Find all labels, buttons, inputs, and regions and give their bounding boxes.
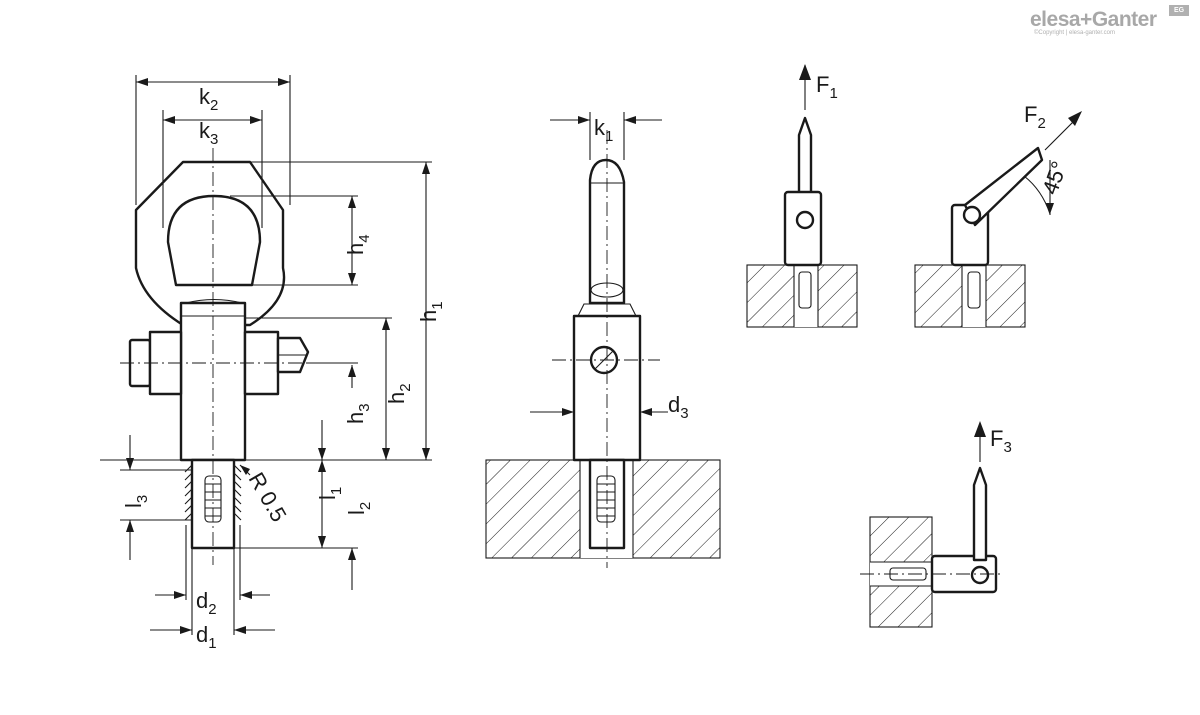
f2-arrow <box>1068 111 1082 126</box>
load-view-f3 <box>860 421 1004 628</box>
label-l3: l3 <box>121 495 151 508</box>
load-view-f2 <box>914 111 1082 328</box>
brand-logo: elesa+Ganter ©Copyright | elesa-ganter.c… <box>1024 5 1196 42</box>
eye-outline <box>134 160 286 327</box>
label-k2: k2 <box>199 84 218 114</box>
f3-ring <box>972 466 988 562</box>
label-f2: F2 <box>1024 102 1046 132</box>
side-view <box>485 130 721 568</box>
label-f3: F3 <box>990 426 1012 456</box>
label-h1: h1 <box>416 301 446 322</box>
load-view-f1 <box>746 64 858 328</box>
f3-arrow <box>974 421 986 437</box>
label-k1: k1 <box>594 115 613 145</box>
label-d2: d2 <box>196 588 217 618</box>
logo-copyright: ©Copyright | elesa-ganter.com <box>1034 30 1116 36</box>
label-d3: d3 <box>668 392 689 422</box>
label-angle: 45° <box>1037 158 1072 198</box>
thread-lines <box>184 464 242 521</box>
front-view <box>120 148 318 565</box>
f1-arrow <box>799 64 811 80</box>
logo-wordmark: elesa+Ganter <box>1030 8 1157 31</box>
logo-badge: EG <box>1169 5 1189 16</box>
label-h4: h4 <box>343 234 373 255</box>
dimension-arrowheads <box>126 78 1054 634</box>
eye-opening <box>166 194 262 287</box>
label-h3: h3 <box>343 403 373 424</box>
label-l1: l1 <box>315 487 345 500</box>
label-l2: l2 <box>344 502 374 515</box>
label-d1: d1 <box>196 622 217 652</box>
label-h2: h2 <box>384 383 414 404</box>
label-f1: F1 <box>816 72 838 102</box>
label-radius: R 0.5 <box>244 468 292 526</box>
label-k3: k3 <box>199 118 218 148</box>
